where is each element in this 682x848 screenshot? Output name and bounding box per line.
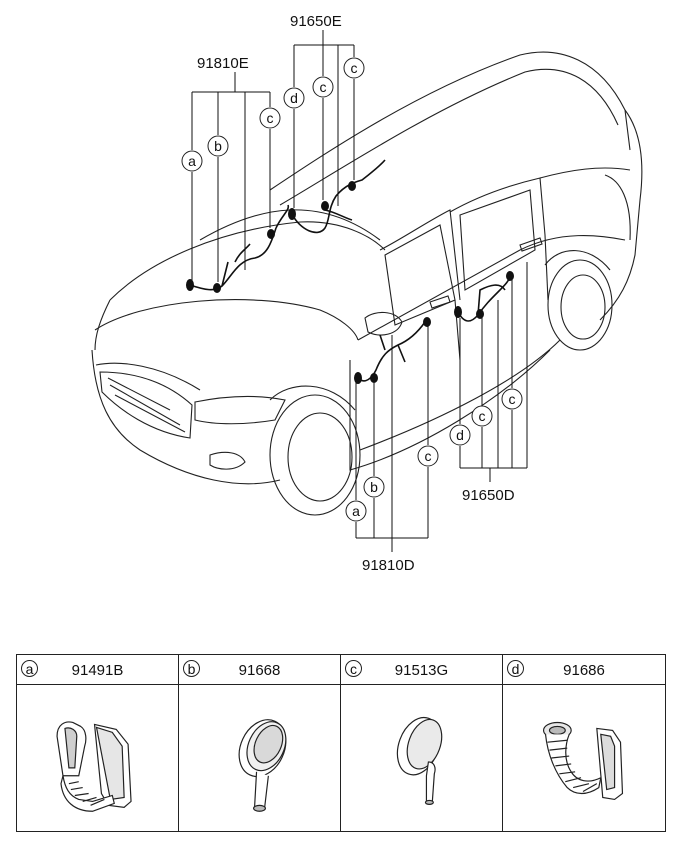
harness-front-door (291, 159, 386, 234)
callout-c: c (501, 388, 523, 410)
callouts: a b c d c c a b (181, 57, 523, 522)
svg-text:b: b (214, 138, 222, 154)
harness-front (189, 204, 290, 291)
grommet-disc-icon (396, 716, 443, 805)
part-image-b (179, 685, 341, 831)
svg-text:c: c (509, 391, 516, 407)
svg-text:c: c (267, 110, 274, 126)
leader-lines-91810E (191, 72, 271, 282)
part-image-a (17, 685, 179, 831)
callout-c: c (259, 107, 281, 129)
leader-lines-91650E (293, 30, 355, 208)
svg-text:c: c (479, 408, 486, 424)
callout-a: a (345, 500, 367, 522)
harness-rear-door (457, 274, 511, 322)
callout-b: b (363, 476, 385, 498)
callout-c: c (312, 76, 334, 98)
svg-text:b: b (370, 479, 378, 495)
part-image-c (341, 685, 503, 831)
label-91650D: 91650D (462, 487, 515, 504)
part-code: 91686 (563, 662, 605, 679)
part-letter-badge: a (21, 660, 38, 677)
svg-text:c: c (320, 79, 327, 95)
callout-c: c (471, 405, 493, 427)
part-letter-badge: b (183, 660, 200, 677)
part-header-d: d 91686 (503, 655, 665, 685)
harness-side (357, 321, 426, 382)
callout-c: c (417, 445, 439, 467)
part-header-b: b 91668 (179, 655, 341, 685)
part-header-a: a 91491B (17, 655, 179, 685)
svg-text:d: d (456, 427, 464, 443)
grommet-markers (186, 181, 514, 384)
part-header-c: c 91513G (341, 655, 503, 685)
part-letter-badge: c (345, 660, 362, 677)
callout-a: a (181, 150, 203, 172)
grommet-elbow-icon (56, 721, 132, 812)
svg-text:c: c (351, 60, 358, 76)
svg-text:a: a (352, 503, 360, 519)
callout-d: d (449, 424, 471, 446)
svg-text:a: a (188, 153, 196, 169)
part-code: 91491B (71, 662, 124, 679)
grommet-bellows-icon (542, 721, 624, 801)
vehicle-outline (91, 51, 643, 516)
svg-text:d: d (290, 90, 298, 106)
callout-b: b (207, 135, 229, 157)
grommet-round-icon (238, 719, 287, 812)
label-91810D: 91810D (362, 557, 415, 574)
svg-text:c: c (425, 448, 432, 464)
part-image-d (503, 685, 665, 831)
parts-table: a 91491B b 91668 c 91513G d 91686 (16, 654, 666, 832)
label-91810E: 91810E (197, 55, 249, 72)
leader-lines-91810D (355, 326, 429, 552)
callout-c: c (343, 57, 365, 79)
part-code: 91513G (394, 662, 449, 679)
part-letter-badge: d (507, 660, 524, 677)
callout-d: d (283, 87, 305, 109)
leader-lines-91650D (459, 262, 528, 482)
part-code: 91668 (238, 662, 281, 679)
label-91650E: 91650E (290, 13, 342, 30)
